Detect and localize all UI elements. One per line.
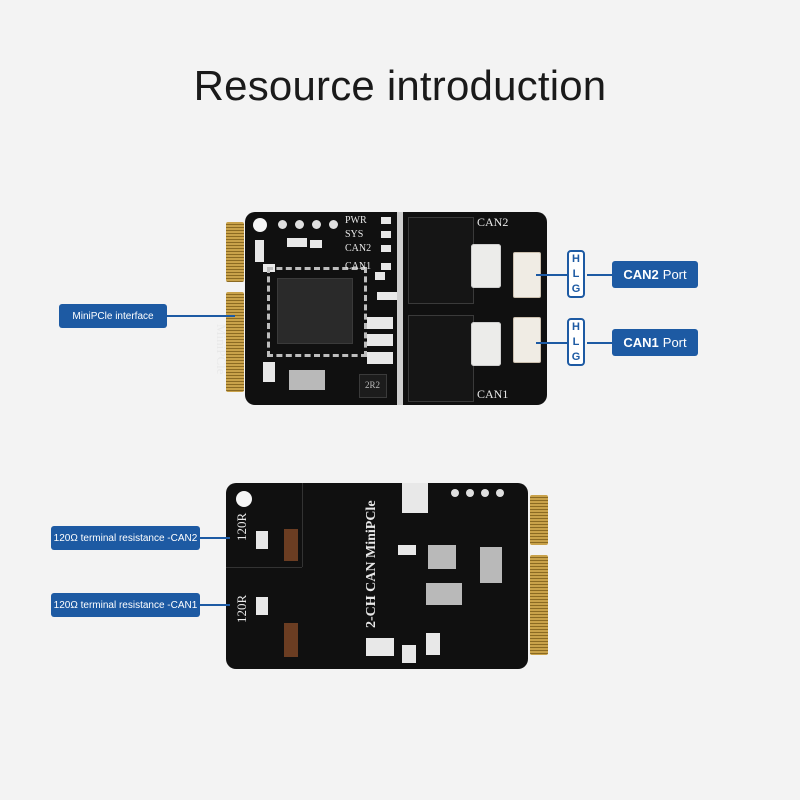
can1-tvs-component (471, 322, 501, 366)
term-can2-line (200, 537, 230, 539)
silk-outline (226, 567, 302, 670)
smd-component (367, 352, 393, 364)
can2-pin-g: G (571, 282, 581, 295)
can1-pin-g: G (571, 350, 581, 363)
can1-hlg-pinout: H L G (567, 318, 585, 366)
back-silk-title: 2-CH CAN MiniPCle (364, 500, 379, 628)
smd-component (402, 645, 416, 663)
can2-tvs-component (471, 244, 501, 288)
can2-port-line-a (536, 274, 568, 276)
indicator-label-can2: CAN2 (345, 243, 372, 254)
back-board: 120R 120R 2-CH CAN MiniPCle (226, 483, 528, 669)
test-pad (278, 220, 287, 229)
smd-component (367, 317, 393, 329)
front-pcie-gold-fingers-lower (226, 292, 244, 392)
smd-component (480, 547, 502, 583)
capacitor (284, 529, 298, 561)
inductor: 2R2 (359, 374, 387, 398)
smd-component (377, 292, 397, 300)
silk-minipcie: MiniPCle (214, 324, 229, 375)
can1-isolation-module (408, 315, 474, 402)
led-can1 (381, 263, 391, 270)
terminal-resistor-can1 (256, 597, 268, 615)
silk-can1: CAN1 (477, 387, 509, 401)
resistor-label-top: 120R (234, 512, 249, 541)
can2-pin-l: L (572, 267, 580, 280)
test-pad (451, 489, 459, 497)
silk-can2: CAN2 (477, 215, 509, 229)
minipcie-interface-line (167, 315, 235, 317)
term-can2-text: 120Ω terminal resistance -CAN2 (53, 532, 198, 544)
test-pad (295, 220, 304, 229)
can2-port-word: Port (662, 267, 687, 282)
smd-component (426, 633, 440, 655)
term-can1-tag: 120Ω terminal resistance -CAN1 (51, 593, 200, 617)
test-pad (466, 489, 474, 497)
can1-port-tag: CAN1 Port (612, 329, 698, 356)
terminal-resistor-can2 (256, 531, 268, 549)
front-pcie-gold-fingers (226, 222, 244, 282)
mounting-hole (253, 218, 267, 232)
inductor-label: 2R2 (365, 380, 381, 390)
can2-pin-h: H (572, 253, 580, 266)
led-pwr (381, 217, 391, 224)
back-pcie-gold-fingers-lower (530, 555, 548, 655)
mcu-pins (267, 267, 367, 357)
can1-port-word: Port (662, 335, 687, 350)
silk-outline (242, 483, 303, 567)
minipcie-interface-tag: MiniPCle interface (59, 304, 167, 328)
smd-component (375, 272, 385, 280)
led-sys (381, 231, 391, 238)
can2-port-name: CAN2 (623, 267, 659, 282)
front-board: 2R2 PWR SYS CAN2 CAN1 CAN2 CAN1 MiniPCle (214, 212, 547, 405)
can1-terminal-connector (513, 317, 541, 363)
smd-component (255, 240, 264, 262)
crystal (289, 370, 325, 390)
smd-component (287, 238, 307, 247)
minipcie-interface-text: MiniPCle interface (72, 310, 154, 322)
can1-port-line-a (536, 342, 568, 344)
back-pcie-gold-fingers (530, 495, 548, 545)
smd-component (263, 362, 275, 382)
capacitor (284, 623, 298, 657)
test-pad (481, 489, 489, 497)
indicator-label-pwr: PWR (345, 215, 367, 226)
board-divider-strip (397, 212, 403, 405)
test-pad (496, 489, 504, 497)
smd-component (426, 583, 462, 605)
mounting-hole (236, 491, 252, 507)
test-pad (312, 220, 321, 229)
can2-port-tag: CAN2 Port (612, 261, 698, 288)
mcu-chip (277, 278, 353, 344)
term-can2-tag: 120Ω terminal resistance -CAN2 (51, 526, 200, 550)
can2-hlg-pinout: H L G (567, 250, 585, 298)
led-can2 (381, 245, 391, 252)
smd-component (366, 638, 394, 656)
can2-isolation-module (408, 217, 474, 304)
term-can1-text: 120Ω terminal resistance -CAN1 (53, 599, 198, 611)
term-can1-line (200, 604, 230, 606)
can1-port-line-b (587, 342, 613, 344)
smd-component (398, 545, 416, 555)
indicator-label-sys: SYS (345, 229, 364, 240)
smd-component (310, 240, 322, 248)
smd-component (367, 334, 393, 346)
indicator-label-can1: CAN1 (345, 261, 372, 272)
test-pad (329, 220, 338, 229)
can2-port-line-b (587, 274, 613, 276)
smd-component (428, 545, 456, 569)
can1-port-name: CAN1 (623, 335, 659, 350)
can1-pin-l: L (572, 335, 580, 348)
can1-pin-h: H (572, 321, 580, 334)
smd-component (402, 483, 428, 513)
resistor-label-bottom: 120R (234, 594, 249, 623)
page-title: Resource introduction (193, 62, 607, 109)
